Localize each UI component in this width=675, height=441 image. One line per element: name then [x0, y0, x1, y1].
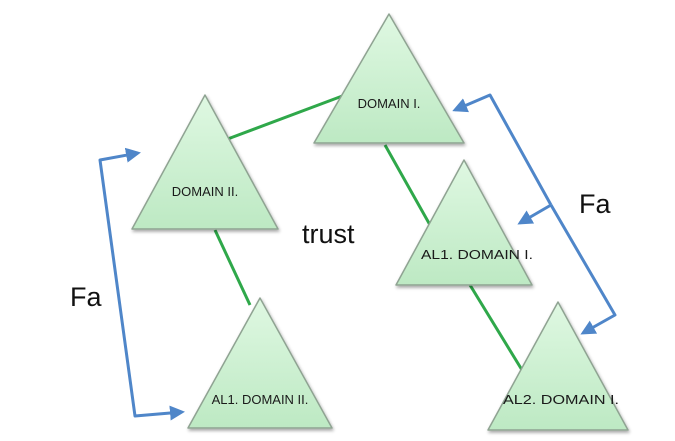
forest-arrow-right-bottom	[549, 204, 617, 335]
trust-label: trust	[302, 219, 355, 249]
forest-arrows	[98, 93, 617, 421]
forest-arrow-left	[98, 147, 185, 421]
trust-link-domain2-al1-domain2	[213, 229, 252, 306]
triangle-domain2	[131, 94, 279, 230]
trust-link-domain1-al1-domain1	[383, 144, 432, 226]
trust-link-al1-domain1-al2-domain1	[468, 284, 524, 371]
label-al2-domain1: AL2. DOMAIN I.	[503, 392, 619, 407]
triangle-al2-domain1	[487, 301, 629, 431]
label-al1-domain1: AL1. DOMAIN I.	[421, 247, 533, 262]
label-al1-domain2: AL1. DOMAIN II.	[212, 392, 309, 407]
trust-link-domain1-domain2	[224, 93, 346, 142]
trust-links	[213, 93, 524, 371]
domain-nodes	[131, 13, 629, 431]
node-labels: DOMAIN I. DOMAIN II. AL1. DOMAIN I. AL1.…	[172, 96, 619, 407]
forest-label-right: Fa	[579, 189, 611, 219]
label-domain1: DOMAIN I.	[358, 96, 421, 111]
label-domain2: DOMAIN II.	[172, 184, 238, 199]
triangle-al1-domain1	[395, 159, 533, 286]
forest-label-left: Fa	[70, 282, 102, 312]
forest-arrow-right-top	[452, 93, 553, 206]
triangle-al1-domain2	[187, 297, 333, 429]
forest-arrow-right-mid	[517, 203, 552, 225]
triangle-domain1	[313, 13, 465, 144]
